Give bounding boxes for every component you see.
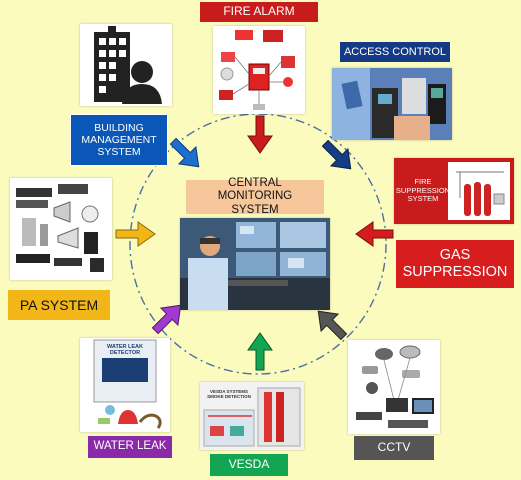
dashed-ring [129, 113, 387, 375]
gas-suppression-arrow [355, 221, 394, 247]
water-leak-arrow [151, 304, 182, 335]
bms-label: BUILDING MANAGEMENT SYSTEM [70, 114, 168, 166]
pa-system-arrow [115, 221, 156, 247]
fire-alarm-label: FIRE ALARM [200, 2, 318, 22]
water-leak-detector-caption: WATER LEAK DETECTOR [107, 343, 143, 356]
pa-system-label: PA SYSTEM [8, 290, 110, 320]
vesda-label: VESDA [210, 454, 288, 476]
fire-alarm-arrow [247, 115, 273, 154]
bms-arrow [169, 137, 200, 168]
fire-alarm-image [213, 26, 305, 114]
vesda-doc-caption: VESDA SYSTEMS SMOKE DETECTION [207, 388, 251, 399]
pa-system-image [10, 178, 112, 280]
access-control-arrow [321, 139, 352, 170]
cctv-arrow [317, 310, 348, 341]
cctv-image [348, 340, 440, 434]
fire-suppression-image: FIRE SUPPRESSION SYSTEM [394, 158, 514, 224]
gas-suppression-label: GAS SUPPRESSION [396, 240, 514, 288]
fire-suppression-caption: FIRE SUPPRESSION SYSTEM [395, 177, 451, 204]
bms-image [80, 24, 172, 106]
water-leak-label: WATER LEAK [88, 436, 172, 458]
cctv-label: CCTV [354, 436, 434, 460]
central-monitoring-label: CENTRAL MONITORING SYSTEM [186, 177, 324, 216]
vesda-arrow [247, 332, 273, 371]
access-control-image [332, 68, 452, 140]
access-control-label: ACCESS CONTROL [340, 42, 450, 62]
control-room-image [180, 218, 330, 310]
vesda-image: VESDA SYSTEMS SMOKE DETECTION [200, 382, 304, 450]
water-leak-image: WATER LEAK DETECTOR [80, 338, 170, 432]
